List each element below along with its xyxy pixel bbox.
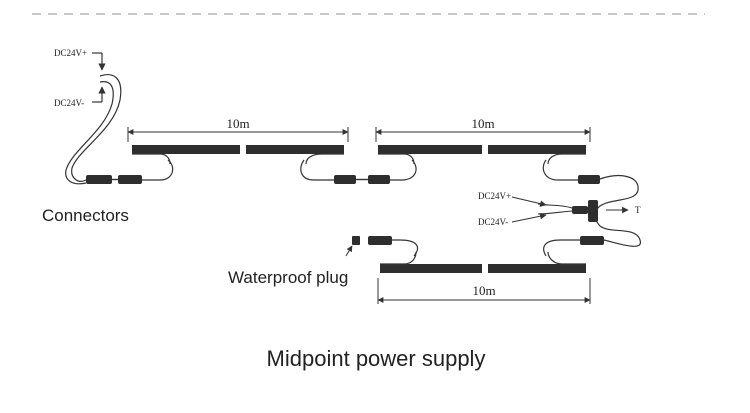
connector-top-left-out [334,175,356,184]
light-bar-bottom [380,251,586,273]
cable-top-left [142,159,334,181]
dc-positive-label-midpoint: DC24V+ [478,191,511,201]
link-connector-top [356,175,390,184]
midpoint-power-leads [511,196,629,223]
cable-bottom [392,239,580,257]
power-input-leads [65,52,122,185]
connector-bottom-right-in [580,236,604,245]
waterproof-plug [345,236,360,257]
input-connector-pair [86,175,142,184]
length-label-top-right: 10m [471,116,494,131]
dimension-top-left [127,127,349,142]
light-bar-top-left [132,145,344,165]
dc-negative-label-midpoint: DC24V- [478,217,508,227]
dimension-bottom [377,278,591,304]
t-junction-loop [594,175,641,247]
waterproof-plug-label: Waterproof plug [228,268,348,287]
diagram-caption: Midpoint power supply [267,346,486,371]
bottom-end-connector [368,236,392,245]
t-junction-label: T [635,205,641,215]
connectors-label: Connectors [42,206,129,225]
cable-top-right [390,159,578,181]
t-connector [572,200,598,222]
connector-top-right-out [578,175,600,184]
length-label-top-left: 10m [226,116,249,131]
dc-negative-label-input: DC24V- [54,98,84,108]
dc-positive-label-input: DC24V+ [54,48,87,58]
length-label-bottom: 10m [472,283,495,298]
dimension-top-right [375,127,591,142]
light-bar-top-right [378,145,586,165]
